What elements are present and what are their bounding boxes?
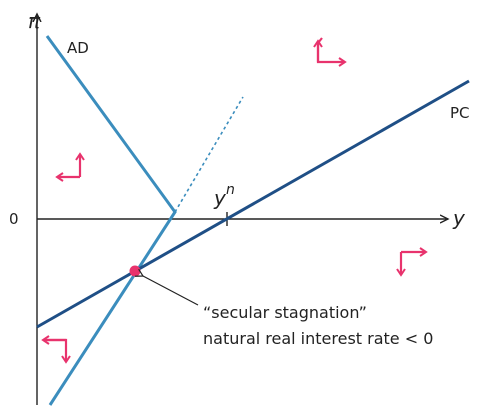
annotation-line-2: natural real interest rate < 0 (203, 329, 433, 348)
equilibrium-point (129, 265, 141, 277)
ad-dotted-extension (174, 96, 244, 213)
pc-curve (36, 79, 470, 329)
elbow-arrow-icon (44, 338, 71, 364)
ad-label: AD (67, 39, 89, 57)
yn-label: y (213, 186, 227, 210)
annotation-pointer (143, 276, 199, 306)
zero-label: 0 (9, 210, 19, 228)
elbow-arrow-icon (316, 37, 345, 62)
pi-axis-label: π (28, 9, 41, 33)
annotation-line-1: “secular stagnation” (203, 303, 367, 322)
pc-label: PC (450, 104, 470, 122)
y-axis-label: y (452, 206, 466, 230)
yn-superscript: n (226, 182, 235, 198)
